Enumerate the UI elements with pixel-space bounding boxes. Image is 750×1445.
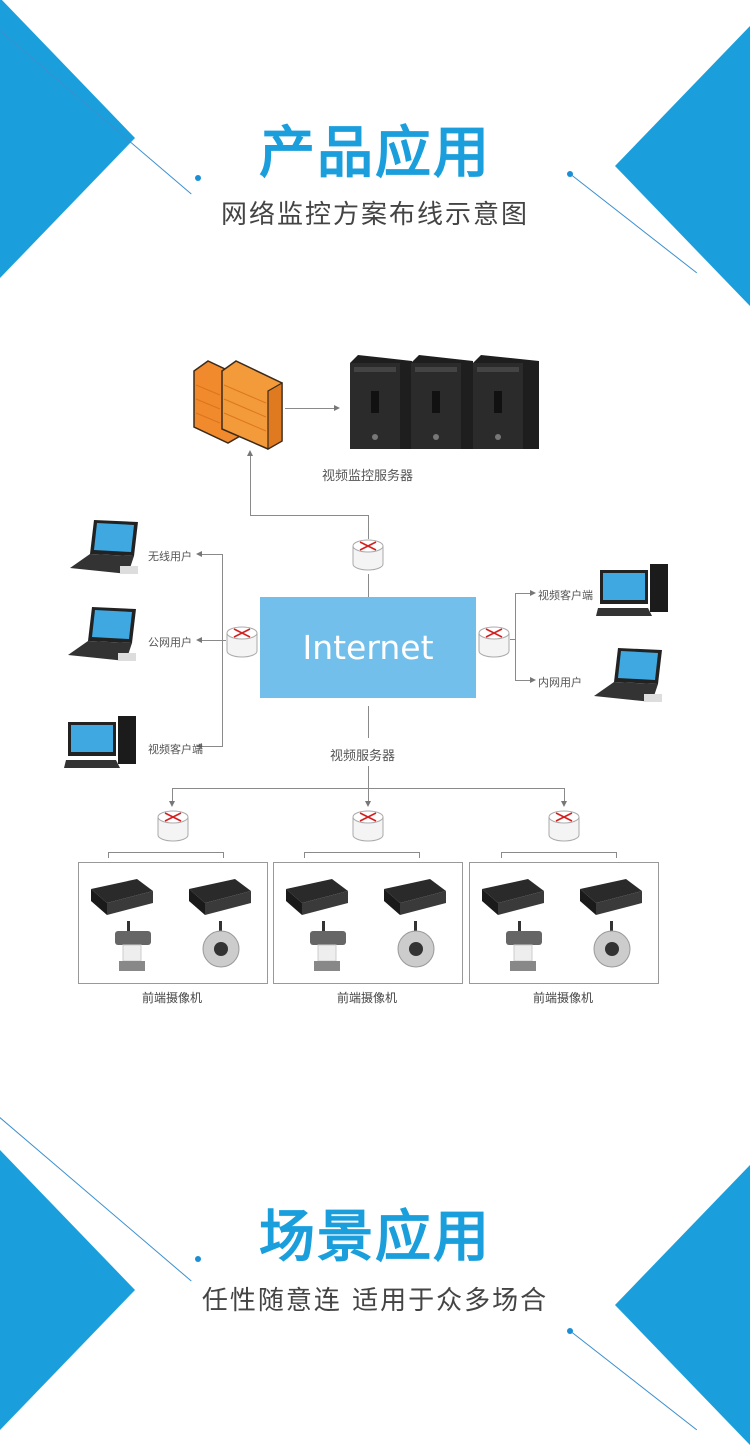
connector-right-router (510, 639, 515, 640)
video-server-label: 视频服务器 (330, 749, 396, 764)
arrow-right-icon (334, 405, 340, 411)
server-tower-icon (473, 355, 539, 449)
camera-group-label: 前端摄像机 (141, 991, 202, 1005)
client-label-video-client-right: 视频客户端 (538, 589, 593, 602)
connector-left-vertical (222, 554, 223, 747)
encoder-and-camera-icon (482, 879, 544, 971)
encoder-and-ir-camera-icon (384, 879, 446, 968)
router-icon (157, 810, 189, 842)
camera-group-label: 前端摄像机 (532, 991, 593, 1005)
section-subtitle: 网络监控方案布线示意图 (220, 200, 529, 230)
camera-group-label: 前端摄像机 (336, 991, 397, 1005)
encoder-and-camera-icon (91, 879, 153, 971)
connector-up-firewall (250, 456, 251, 516)
connector-left-3 (200, 746, 222, 747)
arrow-left-icon (196, 743, 202, 749)
router-icon (478, 626, 510, 658)
server-tower-icon (350, 355, 412, 449)
laptop-icon (68, 607, 136, 661)
router-icon (548, 810, 580, 842)
decor-dot-left (195, 1256, 201, 1262)
client-label-intranet: 内网用户 (538, 676, 582, 689)
connector-left-2 (200, 640, 226, 641)
connector-left-1 (200, 554, 222, 555)
arrow-left-icon (196, 551, 202, 557)
server-tower-icon (411, 355, 473, 449)
connector-top-router (368, 515, 369, 539)
arrow-down-icon (561, 801, 567, 807)
router-icon (226, 626, 258, 658)
connector-horizontal-top (250, 515, 368, 516)
arrow-right-icon (530, 590, 536, 596)
connector-internet-down (368, 706, 369, 738)
arrow-down-icon (365, 801, 371, 807)
server-group-label: 视频监控服务器 (322, 469, 414, 484)
client-label-video-client-left: 视频客户端 (148, 743, 203, 756)
section-title: 场景应用 (259, 1205, 491, 1270)
client-label-wireless: 无线用户 (148, 550, 192, 563)
connector-firewall-servers (285, 408, 336, 409)
camera-box (273, 862, 463, 984)
connector-router-internet (368, 574, 369, 597)
internet-cloud-box: Internet (260, 597, 476, 698)
arrow-up-icon (247, 450, 253, 456)
connector-right-vertical (515, 593, 516, 680)
client-label-public: 公网用户 (148, 636, 192, 649)
decor-dot-left (195, 175, 201, 181)
arrow-right-icon (530, 677, 536, 683)
section-title: 产品应用 (259, 121, 491, 186)
camera-box (469, 862, 659, 984)
encoder-and-ir-camera-icon (189, 879, 251, 968)
desktop-icon (596, 564, 668, 616)
router-icon (352, 810, 384, 842)
decor-triangle-right (615, 26, 750, 306)
camera-box (78, 862, 268, 984)
desktop-icon (64, 716, 136, 768)
decor-dot-right (567, 171, 573, 177)
connector-right-1 (515, 593, 531, 594)
arrow-left-icon (196, 637, 202, 643)
laptop-icon (594, 648, 662, 702)
section-subtitle: 任性随意连 适用于众多场合 (201, 1286, 549, 1316)
decor-dot-right (567, 1328, 573, 1334)
router-icon (352, 539, 384, 571)
laptop-icon (70, 520, 138, 574)
encoder-and-camera-icon (286, 879, 348, 971)
encoder-and-ir-camera-icon (580, 879, 642, 968)
arrow-down-icon (169, 801, 175, 807)
connector-right-2 (515, 680, 531, 681)
decor-triangle-left (0, 0, 135, 278)
connector-trunk (368, 766, 369, 788)
firewall-icon (193, 360, 283, 450)
